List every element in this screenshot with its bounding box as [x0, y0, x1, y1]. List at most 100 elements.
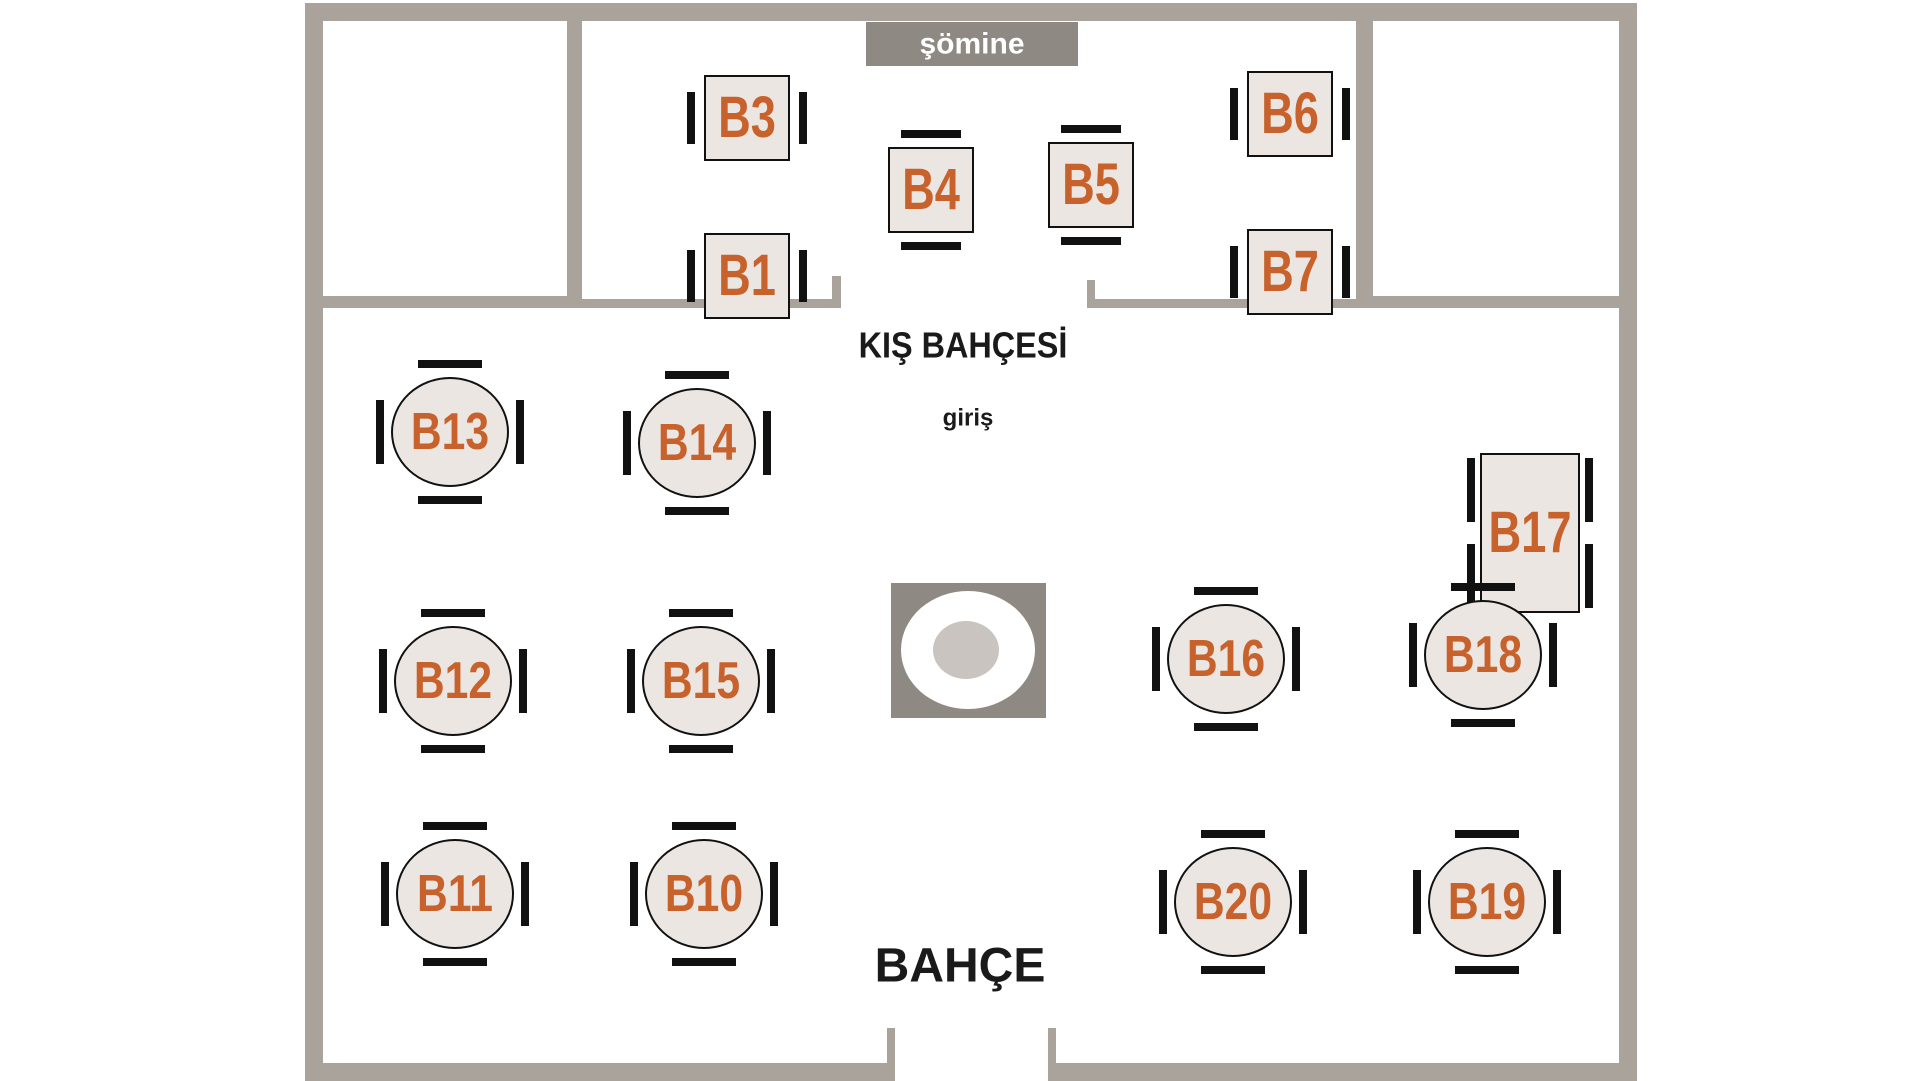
chair: [799, 250, 807, 302]
winter-garden-label: KIŞ BAHÇESİ: [859, 326, 1068, 366]
garden-label: BAHÇE: [875, 940, 1046, 993]
outer-wall-left: [305, 3, 323, 1081]
table-b19[interactable]: B19: [1413, 830, 1561, 974]
chair: [1409, 623, 1417, 687]
table-label: B10: [665, 865, 743, 923]
chair: [687, 92, 695, 144]
table-top: [1174, 847, 1292, 957]
fountain: [891, 583, 1046, 718]
table-b3[interactable]: B3: [687, 75, 807, 161]
chair: [1455, 830, 1519, 838]
chair: [421, 609, 485, 617]
table-label: B5: [1062, 153, 1120, 218]
chair: [630, 862, 638, 926]
side-room-left-wall: [305, 296, 575, 308]
table-b11[interactable]: B11: [381, 822, 529, 966]
door-jamb-left: [887, 1028, 895, 1081]
table-top: [1424, 600, 1542, 710]
table-b4[interactable]: B4: [888, 130, 974, 250]
chair: [516, 400, 524, 464]
chair: [672, 958, 736, 966]
table-label: B4: [902, 158, 960, 223]
outer-wall-top: [305, 3, 1637, 21]
chair: [1553, 870, 1561, 934]
fireplace: şömine: [866, 22, 1078, 66]
chair: [669, 609, 733, 617]
chair: [1194, 723, 1258, 731]
chair: [1159, 870, 1167, 934]
chair: [423, 958, 487, 966]
chair: [1451, 719, 1515, 727]
chair: [1413, 870, 1421, 934]
table-label: B6: [1261, 82, 1319, 147]
partition-right: [1356, 3, 1373, 308]
chair: [770, 862, 778, 926]
chair: [687, 250, 695, 302]
table-top: [1167, 604, 1285, 714]
table-b7[interactable]: B7: [1230, 229, 1350, 315]
chair: [1201, 830, 1265, 838]
chair: [418, 496, 482, 504]
chair: [1230, 246, 1238, 298]
winter-garden-wall-right: [1087, 299, 1364, 308]
table-label: B19: [1448, 873, 1526, 931]
table-label: B7: [1261, 240, 1319, 305]
door-jamb-right: [1048, 1028, 1056, 1081]
chair: [1451, 583, 1515, 591]
table-b1[interactable]: B1: [687, 233, 807, 319]
table-b20[interactable]: B20: [1159, 830, 1307, 974]
table-top: [391, 377, 509, 487]
outer-wall-right: [1619, 3, 1637, 1081]
table-label: B13: [411, 403, 489, 461]
fountain-center: [933, 621, 999, 679]
chair: [1201, 966, 1265, 974]
table-top: [1428, 847, 1546, 957]
chair: [1467, 544, 1475, 608]
chair: [1230, 88, 1238, 140]
table-b18[interactable]: B18: [1409, 583, 1557, 727]
table-label: B14: [658, 414, 737, 472]
table-top: [394, 626, 512, 736]
chair: [521, 862, 529, 926]
chair: [1061, 125, 1121, 133]
table-top: [645, 839, 763, 949]
chair: [1299, 870, 1307, 934]
fireplace-box: [866, 22, 1078, 66]
table-b5[interactable]: B5: [1048, 125, 1134, 245]
chair: [1061, 237, 1121, 245]
fireplace-label: şömine: [919, 28, 1024, 61]
side-room-right-wall: [1364, 296, 1637, 308]
chair: [1455, 966, 1519, 974]
chair: [665, 507, 729, 515]
chair: [1152, 627, 1160, 691]
table-b13[interactable]: B13: [376, 360, 524, 504]
chair: [763, 411, 771, 475]
chair: [901, 130, 961, 138]
table-label: B11: [417, 865, 493, 923]
chair: [1467, 458, 1475, 522]
walls: [305, 3, 1637, 1081]
table-b16[interactable]: B16: [1152, 587, 1300, 731]
table-b15[interactable]: B15: [627, 609, 775, 753]
table-top: [704, 233, 790, 319]
table-b6[interactable]: B6: [1230, 71, 1350, 157]
table-b14[interactable]: B14: [623, 371, 771, 515]
chair: [1292, 627, 1300, 691]
chair: [669, 745, 733, 753]
table-label: B20: [1194, 873, 1272, 931]
chair: [627, 649, 635, 713]
chair: [665, 371, 729, 379]
table-b10[interactable]: B10: [630, 822, 778, 966]
table-label: B16: [1187, 630, 1265, 688]
chair: [623, 411, 631, 475]
winter-garden-jamb-right: [1087, 280, 1095, 308]
chair: [381, 862, 389, 926]
table-label: B3: [718, 86, 776, 151]
outer-wall-bottom-left: [305, 1063, 895, 1081]
table-top: [704, 75, 790, 161]
chair: [1342, 246, 1350, 298]
table-b12[interactable]: B12: [379, 609, 527, 753]
chair: [519, 649, 527, 713]
chair: [1585, 544, 1593, 608]
